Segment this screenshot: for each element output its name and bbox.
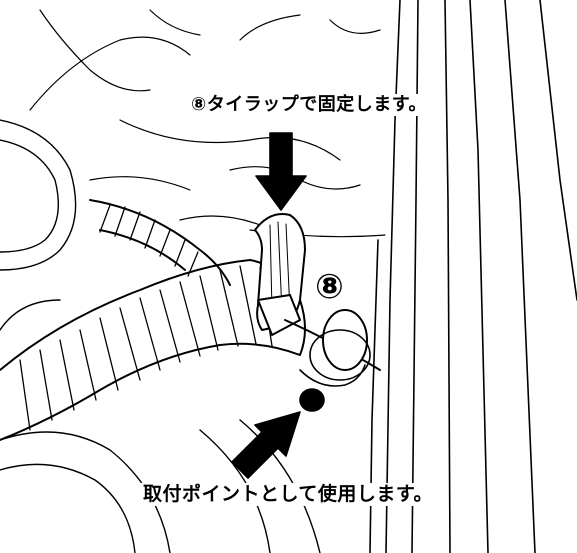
arrow-down [255,132,307,211]
tie-wrap-callout: ⑧タイラップで固定します。 [188,94,430,116]
arrow-diagonal [231,411,301,479]
left-panel-curves [0,119,321,553]
cable-tie [254,213,381,371]
upper-structure-lines [29,9,386,238]
mounting-point-callout: 取付ポイントとして使用します。 [140,483,437,506]
harness-tube [0,199,306,441]
part-number-marker: ⑧ [313,267,346,307]
grommet [299,309,371,412]
body-panel-lines [369,0,577,553]
